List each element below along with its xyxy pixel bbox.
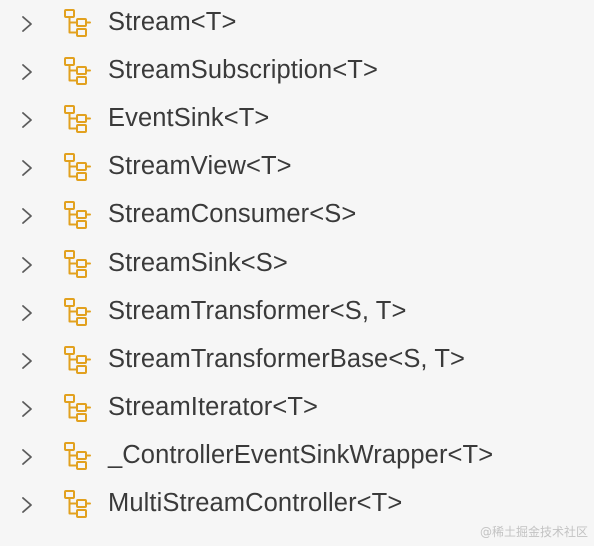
chevron-right-icon[interactable] xyxy=(18,301,36,325)
tree-item-label: StreamTransformer<S, T> xyxy=(108,296,407,325)
tree-item-label: StreamTransformerBase<S, T> xyxy=(108,344,465,373)
tree-item-label: _ControllerEventSinkWrapper<T> xyxy=(108,440,494,469)
tree-item[interactable]: StreamTransformer<S, T> xyxy=(0,289,594,337)
tree-item[interactable]: StreamIterator<T> xyxy=(0,385,594,433)
class-hierarchy-icon xyxy=(62,151,94,183)
class-hierarchy-icon xyxy=(62,248,94,280)
class-hierarchy-icon xyxy=(62,103,94,135)
class-hierarchy-icon xyxy=(62,55,94,87)
tree-item-label: StreamConsumer<S> xyxy=(108,200,357,229)
tree-item[interactable]: Stream<T> xyxy=(0,0,594,48)
chevron-right-icon[interactable] xyxy=(18,12,36,36)
class-hierarchy-icon xyxy=(62,440,94,472)
chevron-right-icon[interactable] xyxy=(18,156,36,180)
tree-item[interactable]: StreamTransformerBase<S, T> xyxy=(0,337,594,385)
class-hierarchy-icon xyxy=(62,7,94,39)
tree-item[interactable]: StreamSink<S> xyxy=(0,241,594,289)
tree-item[interactable]: StreamConsumer<S> xyxy=(0,192,594,240)
tree-item[interactable]: EventSink<T> xyxy=(0,96,594,144)
chevron-right-icon[interactable] xyxy=(18,397,36,421)
chevron-right-icon[interactable] xyxy=(18,60,36,84)
class-hierarchy-icon xyxy=(62,199,94,231)
tree-item-label: StreamSubscription<T> xyxy=(108,56,378,85)
tree-item-label: StreamSink<S> xyxy=(108,248,288,277)
tree-item-label: MultiStreamController<T> xyxy=(108,489,403,517)
tree-item-label: StreamIterator<T> xyxy=(108,392,319,421)
tree-item[interactable]: _ControllerEventSinkWrapper<T> xyxy=(0,433,594,481)
tree-item[interactable]: StreamView<T> xyxy=(0,144,594,192)
class-hierarchy-icon xyxy=(62,344,94,376)
chevron-right-icon[interactable] xyxy=(18,493,36,517)
class-hierarchy-icon xyxy=(62,296,94,328)
watermark-text: @稀土掘金技术社区 xyxy=(479,525,588,539)
tree-item-label: EventSink<T> xyxy=(108,104,270,133)
class-hierarchy-icon xyxy=(62,488,94,520)
chevron-right-icon[interactable] xyxy=(18,253,36,277)
chevron-right-icon[interactable] xyxy=(18,445,36,469)
chevron-right-icon[interactable] xyxy=(18,204,36,228)
tree-item-label: StreamView<T> xyxy=(108,152,292,181)
chevron-right-icon[interactable] xyxy=(18,349,36,373)
tree-item[interactable]: StreamSubscription<T> xyxy=(0,48,594,96)
tree-item-label: Stream<T> xyxy=(108,8,237,36)
chevron-right-icon[interactable] xyxy=(18,108,36,132)
class-hierarchy-icon xyxy=(62,392,94,424)
tree-item[interactable]: MultiStreamController<T> xyxy=(0,481,594,529)
